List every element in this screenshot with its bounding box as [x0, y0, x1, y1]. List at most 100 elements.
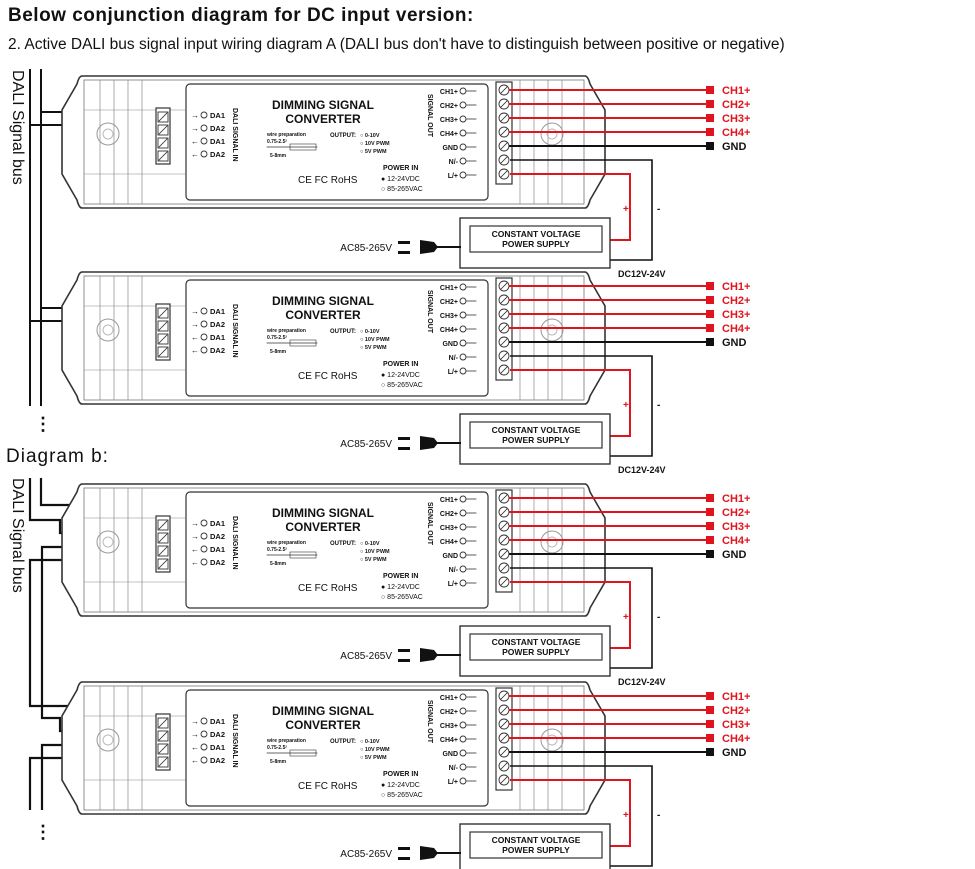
output-label-ch2-plus: CH2+ — [722, 705, 750, 717]
terminal-circle — [459, 171, 467, 179]
screw-slot — [158, 347, 168, 357]
signal-out-label: SIGNAL OUT — [426, 502, 433, 546]
terminal-circle — [459, 101, 467, 109]
positive-sign: + — [623, 612, 629, 623]
wire-prep-sleeve — [289, 143, 317, 151]
screw-slot — [500, 776, 508, 784]
wire-prep-size: 0.75-2.5² — [267, 139, 287, 145]
power-supply-label-line1: CONSTANT VOLTAGE — [492, 229, 581, 239]
wire-prep-size: 0.75-2.5² — [267, 335, 287, 341]
dali-signal-in-label: DALI SIGNAL IN — [231, 108, 238, 162]
wire-prep-label: wire preparation — [266, 132, 306, 138]
output-wire-end — [706, 310, 714, 318]
output-mode: ○ 5V PWM — [360, 755, 387, 761]
output-terminal-label: L/+ — [448, 173, 458, 180]
terminal-circle — [459, 87, 467, 95]
output-label-ch2-plus: CH2+ — [722, 507, 750, 519]
terminal-circle — [200, 545, 208, 553]
input-terminal-label: DA2 — [210, 150, 225, 159]
terminal-circle — [459, 297, 467, 305]
terminal-arrow: ← — [191, 333, 199, 342]
terminal-circle — [459, 707, 467, 715]
output-wire-end — [706, 720, 714, 728]
power-supply-label-line2: POWER SUPPLY — [502, 647, 570, 657]
power-supply-label-box — [469, 225, 603, 253]
output-terminal-label: CH4+ — [440, 737, 458, 744]
output-terminal-label: GND — [442, 751, 458, 758]
input-terminal-label: DA2 — [210, 730, 225, 739]
output-terminal-label: CH1+ — [440, 497, 458, 504]
ac-plug-pin — [398, 649, 410, 652]
terminal-circle — [200, 320, 208, 328]
screw-slot — [500, 734, 508, 742]
screw-hole — [96, 318, 120, 342]
terminal-circle — [459, 721, 467, 729]
terminal-circle — [459, 537, 467, 545]
ac-plug-pin — [398, 437, 410, 440]
output-wire-end — [706, 142, 714, 150]
output-wire-end — [706, 706, 714, 714]
output-label-ch3-plus: CH3+ — [722, 521, 750, 533]
output-terminal-label: L/+ — [448, 369, 458, 376]
output-label-ch3-plus: CH3+ — [722, 309, 750, 321]
screw-slot — [500, 578, 508, 586]
certification-marks: CE FC RoHS — [298, 781, 358, 792]
output-terminal-label: CH2+ — [440, 103, 458, 110]
dali-signal-in-label: DALI SIGNAL IN — [231, 304, 238, 358]
screw-slot — [500, 508, 508, 516]
terminal-circle — [459, 763, 467, 771]
screw-slot — [500, 142, 508, 150]
certification-marks: CE FC RoHS — [298, 175, 358, 186]
screw-slot — [158, 718, 168, 728]
negative-sign: - — [657, 204, 660, 215]
power-in-option-ac: ○ 85-265VAC — [381, 382, 423, 389]
signal-out-label: SIGNAL OUT — [426, 94, 433, 138]
output-mode: ○ 10V PWM — [360, 337, 390, 343]
ac-input-label: AC85-265V — [340, 651, 392, 662]
terminal-arrow: → — [191, 320, 199, 329]
input-terminal-label: DA1 — [210, 519, 225, 528]
wire-prep-size: 0.75-2.5² — [267, 547, 287, 553]
terminal-circle — [200, 137, 208, 145]
converter-title-line1: DIMMING SIGNAL — [272, 98, 374, 112]
wire-prep-length: 5-8mm — [270, 349, 287, 355]
output-terminal-label: CH3+ — [440, 525, 458, 532]
ac-plug-pin — [398, 857, 410, 860]
terminal-circle — [459, 565, 467, 573]
terminal-circle — [459, 749, 467, 757]
power-wire-negative — [510, 567, 653, 669]
power-in-option-ac: ○ 85-265VAC — [381, 792, 423, 799]
output-mode: ○ 0-10V — [360, 133, 380, 139]
positive-sign: + — [623, 810, 629, 821]
terminal-circle — [459, 325, 467, 333]
terminal-circle — [459, 367, 467, 375]
label-panel — [185, 491, 489, 609]
input-terminal-label: DA2 — [210, 558, 225, 567]
screw-slot — [500, 324, 508, 332]
screw-slot — [500, 352, 508, 360]
screw-slot — [158, 744, 168, 754]
screw-hole — [96, 122, 120, 146]
negative-sign: - — [657, 612, 660, 623]
screw-slot — [500, 128, 508, 136]
screw-slot — [500, 564, 508, 572]
input-terminal-label: DA1 — [210, 111, 225, 120]
terminal-circle — [200, 111, 208, 119]
power-wire-negative — [510, 159, 653, 261]
screw-slot — [158, 546, 168, 556]
power-in-option-dc: ● 12-24VDC — [381, 584, 420, 591]
ac-plug-pin — [398, 659, 410, 662]
label-panel — [185, 83, 489, 201]
power-wire-positive — [510, 369, 631, 437]
output-terminal-label: GND — [442, 145, 458, 152]
screw-slot — [500, 338, 508, 346]
terminal-circle — [459, 579, 467, 587]
output-terminal-label: CH2+ — [440, 709, 458, 716]
dali-bus-label-a: DALI Signal bus — [9, 70, 26, 185]
certification-marks: CE FC RoHS — [298, 583, 358, 594]
screw-slot — [158, 334, 168, 344]
screw-slot — [158, 559, 168, 569]
dali-bus-label-b: DALI Signal bus — [9, 478, 26, 593]
